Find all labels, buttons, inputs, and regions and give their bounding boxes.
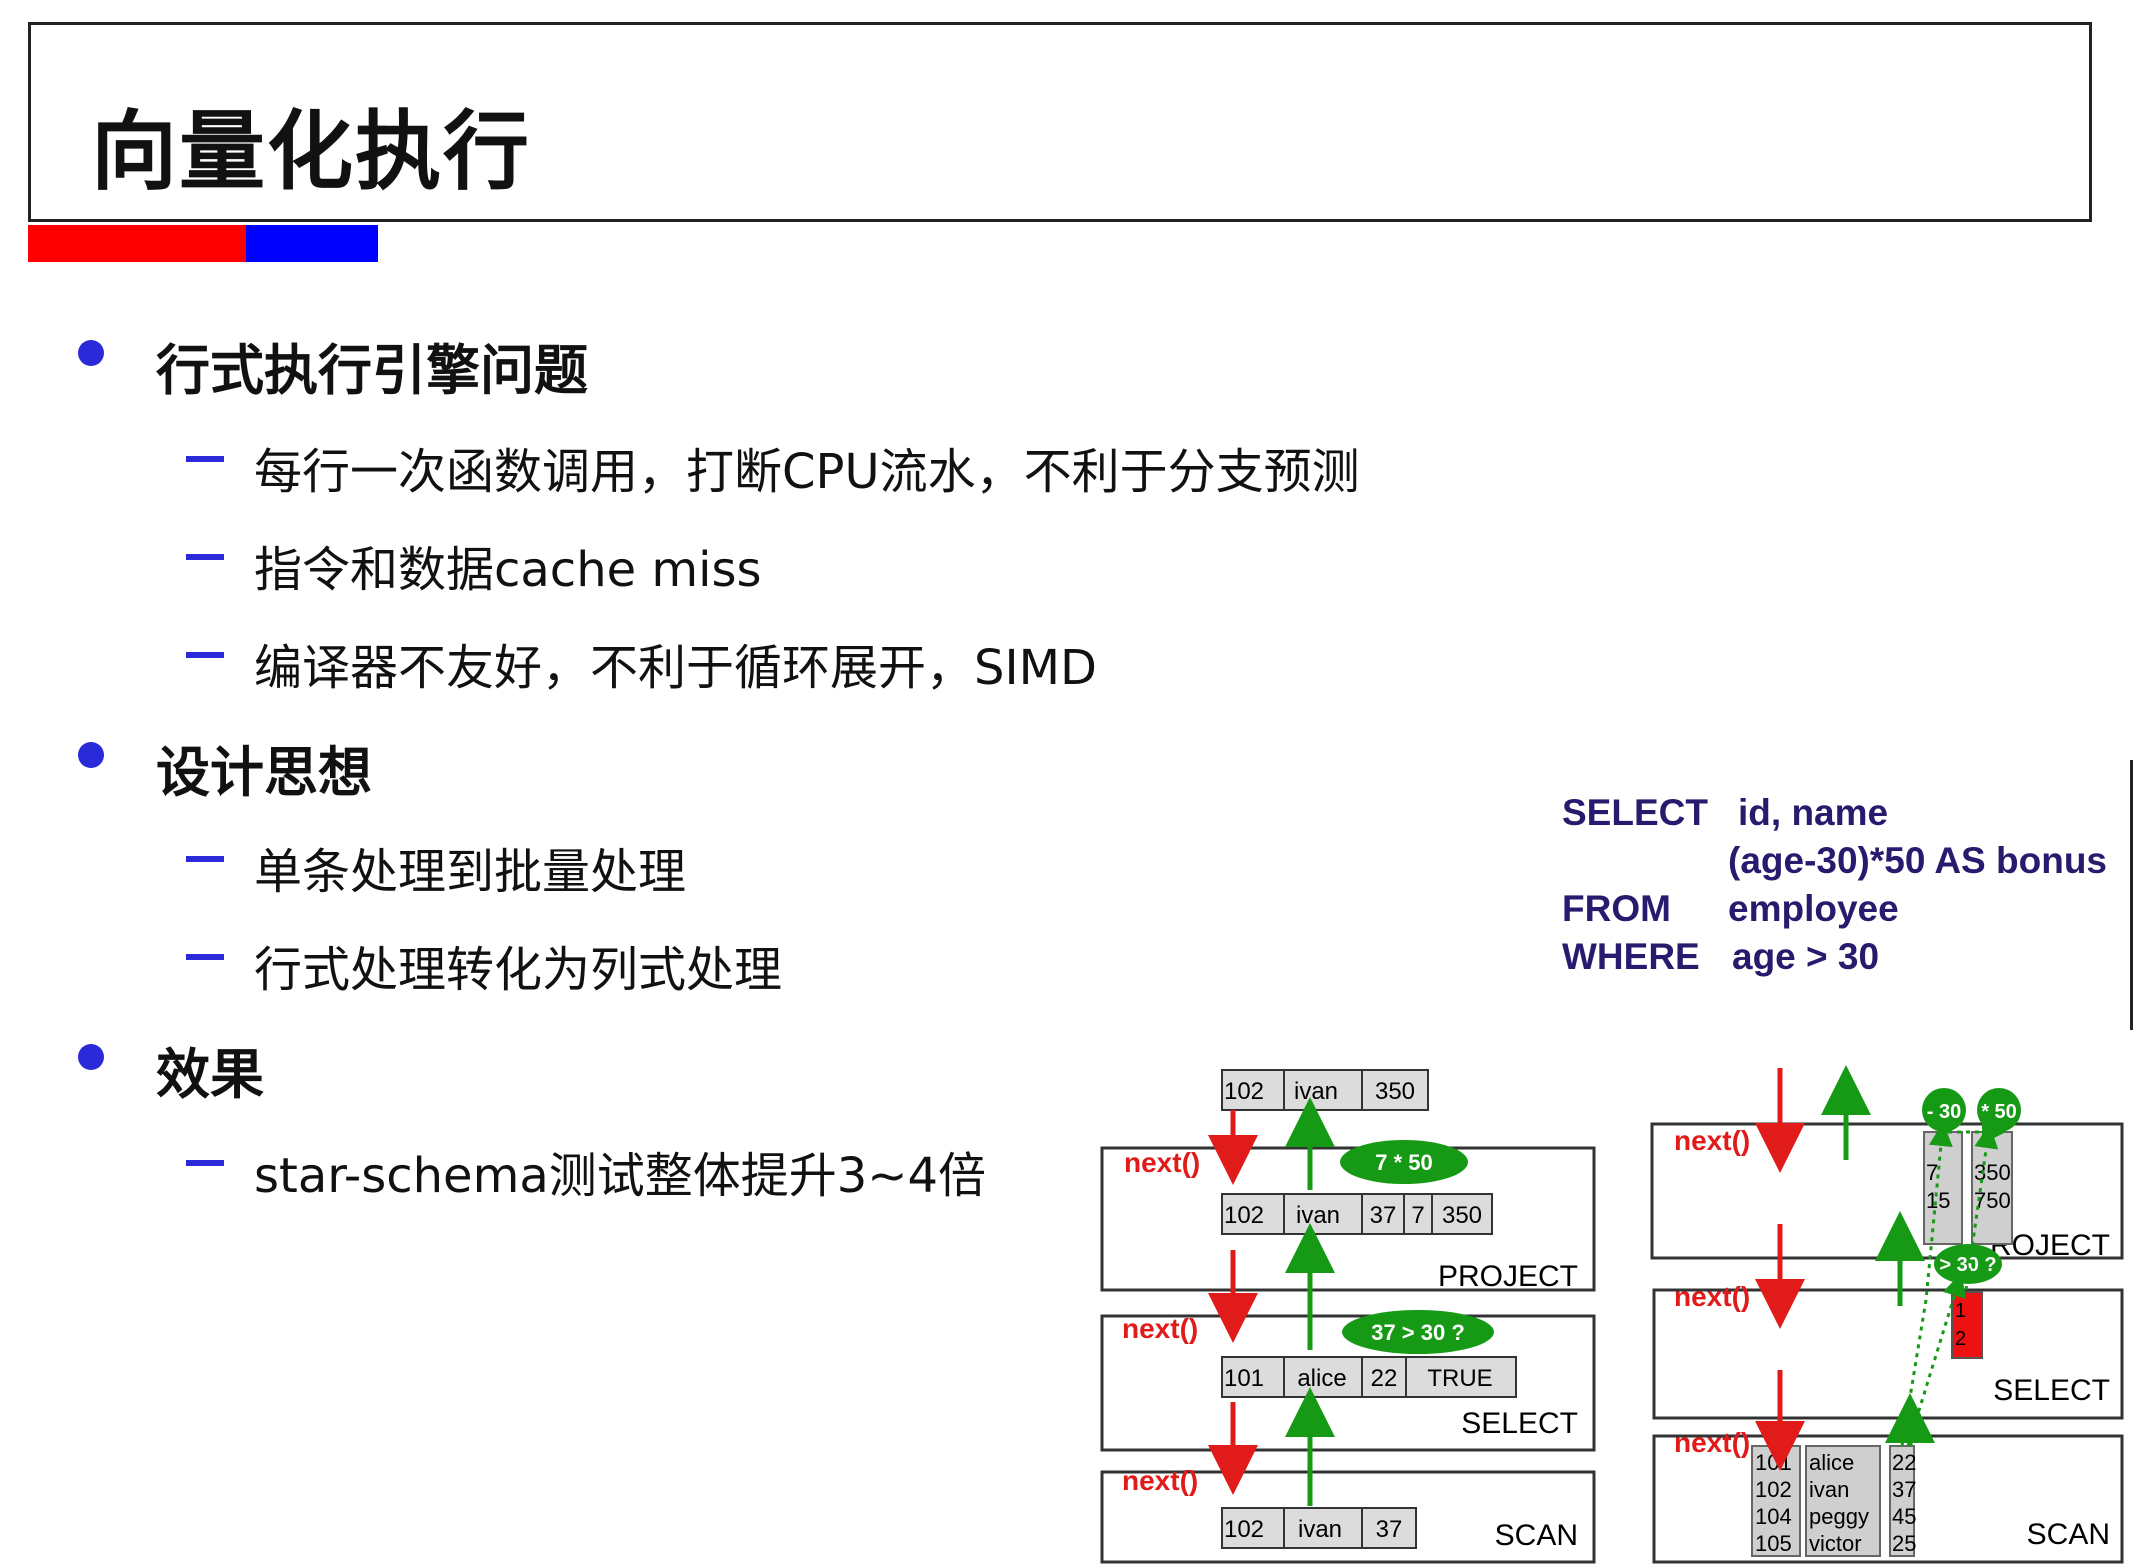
select-tuple: 101 alice 22 TRUE (1221, 1356, 1517, 1398)
next-call-label: next() (1674, 1281, 1750, 1312)
cell: 37 (1376, 1516, 1403, 1543)
sql-keyword-where: WHERE (1562, 936, 1700, 977)
cell: 22 (1371, 1365, 1398, 1392)
dash-marker (186, 652, 224, 658)
sql-from-table: employee (1728, 888, 1899, 929)
select-label: SELECT (1461, 1407, 1578, 1440)
cell: 104 (1755, 1504, 1792, 1529)
cell: 7 (1411, 1202, 1424, 1229)
sql-select-cols: id, name (1738, 792, 1889, 833)
cell: 350 (1375, 1078, 1415, 1105)
cell: 105 (1755, 1531, 1792, 1556)
dash-marker (186, 954, 224, 960)
dataflow-arrow (1964, 1124, 1999, 1291)
select-op-oval (1342, 1310, 1494, 1354)
next-call-label: next() (1674, 1125, 1750, 1156)
sub-bullet-label: star-schema测试整体提升3~4倍 (254, 1148, 987, 1204)
cell: ivan (1294, 1078, 1338, 1105)
sub-bullet-label: 单条处理到批量处理 (254, 844, 687, 900)
dataflow-arrow (1906, 1272, 1966, 1447)
v-scan-box (1652, 1434, 2124, 1564)
project-op-oval (1340, 1140, 1468, 1184)
sub-bullet-label: 编译器不友好，不利于循环展开，SIMD (254, 640, 1098, 696)
title-box: 向量化执行 (28, 22, 2092, 222)
v-scan-label: SCAN (2027, 1518, 2110, 1551)
cell: 102 (1224, 1202, 1264, 1229)
sub-bullet-label: 行式处理转化为列式处理 (254, 942, 783, 998)
sql-keyword-select: SELECT (1562, 792, 1708, 833)
title-accent-blue (246, 225, 378, 262)
vector-column-age-minus (1923, 1131, 1963, 1245)
scan-tuple: 102 ivan 37 (1221, 1507, 1417, 1549)
cell: 7 (1926, 1160, 1938, 1185)
op-circle-minus (1922, 1088, 1966, 1132)
sql-select-expr: (age-30)*50 AS bonus (1728, 840, 2107, 881)
next-call-label: next() (1124, 1147, 1200, 1178)
vector-diagram: ROJECT SELECT SCAN next() next() next() … (1650, 1065, 2124, 1564)
cell: 102 (1755, 1477, 1792, 1502)
result-tuple: 102 ivan 350 (1221, 1069, 1429, 1111)
cell: TRUE (1427, 1365, 1492, 1392)
cell: 37 (1370, 1202, 1397, 1229)
page-title: 向量化执行 (91, 102, 531, 202)
op-text: > 30 ? (1939, 1254, 1996, 1276)
sub-bullet-label: 每行一次函数调用，打断CPU流水，不利于分支预测 (254, 444, 1360, 500)
cell: ivan (1809, 1477, 1849, 1502)
row-diagram: PROJECT SELECT SCAN next() next() next()… (1100, 1069, 1596, 1564)
sql-keyword-from: FROM (1562, 888, 1671, 929)
cell: 37 (1892, 1477, 1916, 1502)
sql-where-cond: age > 30 (1732, 936, 1880, 977)
cell: 2 (1955, 1328, 1966, 1350)
op-text: * 50 (1981, 1101, 2017, 1123)
scan-label: SCAN (1495, 1519, 1578, 1552)
cell: 15 (1926, 1188, 1950, 1213)
cell: 45 (1892, 1504, 1916, 1529)
sub-bullet-label: 指令和数据cache miss (254, 542, 762, 598)
vector-column-bonus (1971, 1131, 2013, 1245)
cell: 1 (1955, 1300, 1966, 1322)
cell: ivan (1298, 1516, 1342, 1543)
cell: 102 (1224, 1078, 1264, 1105)
cell: 22 (1892, 1450, 1916, 1475)
v-select-label: SELECT (1993, 1374, 2110, 1407)
dash-marker (186, 456, 224, 462)
vector-column-name (1805, 1445, 1881, 1557)
bullet-label: 行式执行引擎问题 (156, 339, 588, 402)
selection-vector (1951, 1291, 1983, 1359)
bullet-dot (78, 742, 104, 768)
cell: victor (1809, 1531, 1862, 1556)
cell: ivan (1296, 1202, 1340, 1229)
cell: 25 (1892, 1531, 1916, 1556)
dash-marker (186, 1160, 224, 1166)
bullet-dot (78, 340, 104, 366)
cell: 101 (1224, 1365, 1264, 1392)
slide-edge-line (2130, 760, 2133, 1030)
dash-marker (186, 554, 224, 560)
select-op-text: 37 > 30 ? (1371, 1320, 1465, 1345)
dataflow-arrow (1900, 1122, 1953, 1447)
op-text: - 30 (1927, 1101, 1961, 1123)
cell: 350 (1974, 1160, 2011, 1185)
title-accent-red (28, 225, 246, 262)
cell: 102 (1224, 1516, 1264, 1543)
cell: 101 (1755, 1450, 1792, 1475)
vector-column-age (1889, 1445, 1915, 1557)
cell: 350 (1442, 1202, 1482, 1229)
next-call-label: next() (1122, 1313, 1198, 1344)
project-label: PROJECT (1438, 1260, 1578, 1293)
bullet-label: 效果 (156, 1043, 264, 1106)
next-call-label: next() (1674, 1427, 1750, 1458)
project-op-text: 7 * 50 (1375, 1150, 1433, 1175)
cell: peggy (1809, 1504, 1869, 1529)
bullet-label: 设计思想 (156, 741, 372, 804)
bullet-dot (78, 1044, 104, 1070)
next-call-label: next() (1122, 1465, 1198, 1496)
cell: alice (1297, 1365, 1346, 1392)
dash-marker (186, 856, 224, 862)
cell: alice (1809, 1450, 1854, 1475)
project-tuple: 102 ivan 37 7 350 (1221, 1193, 1493, 1235)
